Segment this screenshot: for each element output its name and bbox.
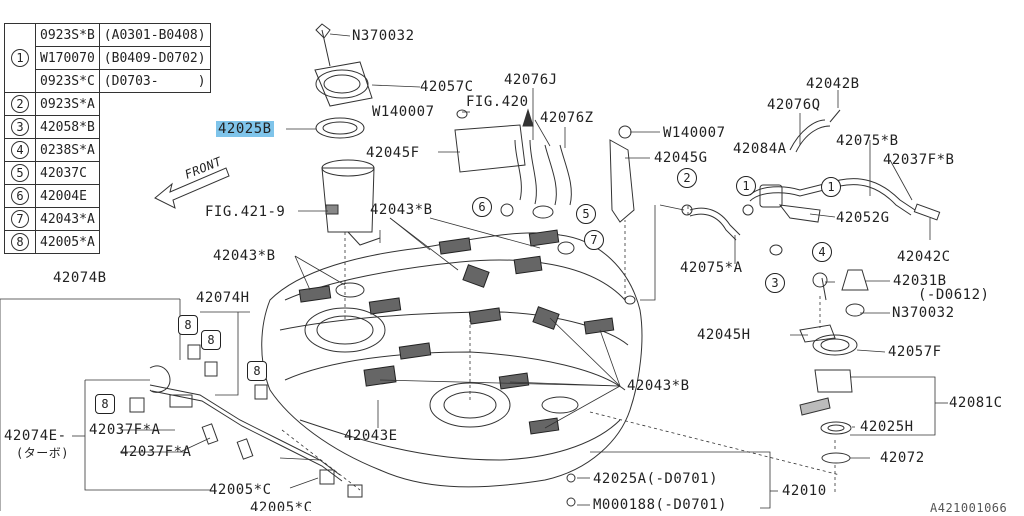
callout-6: 6 [472, 197, 492, 217]
label-42037fa-1: 42037F*A [89, 422, 161, 438]
label-42043e: 42043E [344, 428, 398, 444]
legend-number-circle: 5 [11, 164, 29, 182]
callout-2: 2 [677, 168, 697, 188]
legend-number-circle: 6 [11, 187, 29, 205]
label-42074b: 42074B [53, 270, 107, 286]
legend-row: W170070(B0409-D0702) [5, 46, 211, 70]
label-42005-bottom: 42005*C [250, 500, 313, 516]
label-42075b: 42075*B [836, 133, 899, 149]
legend-part-number: 42004E [35, 184, 100, 208]
diagram-code: A421001066 [930, 501, 1008, 515]
label-42074e: 42074E- [4, 428, 67, 444]
label-42057f: 42057F [888, 344, 942, 360]
legend-number: 4 [4, 138, 36, 162]
legend-number-circle: 7 [11, 210, 29, 228]
legend-number-circle: 3 [11, 118, 29, 136]
label-w140007-left: W140007 [372, 104, 435, 120]
callout-1: 1 [736, 176, 756, 196]
legend-part-number: 0923S*A [35, 92, 100, 116]
fuel-tank-outline [261, 232, 643, 488]
callout-3: 3 [765, 273, 785, 293]
pump-assembly-right [799, 269, 869, 464]
legend-row: 8 42005*A [4, 230, 211, 254]
label-42043b-right: 42043*B [627, 378, 690, 394]
label-42037fb: 42037F*B [883, 152, 955, 168]
legend-row: 2 0923S*A [4, 92, 211, 116]
legend-part-number: 42005*A [35, 230, 100, 254]
label-42037fa-2: 42037F*A [120, 444, 192, 460]
tank-port-left [304, 307, 386, 353]
legend-number: 8 [4, 230, 36, 254]
label-42042c: 42042C [897, 249, 951, 265]
legend-part-number: 0923S*B [35, 23, 100, 47]
label-42074h: 42074H [196, 290, 250, 306]
label-42081c: 42081C [949, 395, 1003, 411]
label-42025b-highlighted[interactable]: 42025B [216, 121, 274, 137]
callout-5: 5 [576, 204, 596, 224]
label-42072: 42072 [880, 450, 925, 466]
legend-part-number: 42043*A [35, 207, 100, 231]
label-m000188: M000188(-D0701) [593, 497, 727, 513]
label-42076q: 42076Q [767, 97, 821, 113]
callout-8a: 8 [178, 315, 198, 335]
legend-range: (D0703- ) [98, 69, 211, 93]
legend-row: 5 42037C [4, 161, 211, 185]
label-n370032-right: N370032 [892, 305, 955, 321]
legend-number-circle: 4 [11, 141, 29, 159]
label-42010: 42010 [782, 483, 827, 499]
legend-part-number: 42037C [35, 161, 100, 185]
legend-number-circle: 1 [11, 49, 29, 67]
label-42076z: 42076Z [540, 110, 594, 126]
legend-number-circle: 2 [11, 95, 29, 113]
legend-part-number: 0238S*A [35, 138, 100, 162]
legend-row: 4 0238S*A [4, 138, 211, 162]
label-42045h: 42045H [697, 327, 751, 343]
wiring-harness [129, 344, 363, 498]
label-42076j: 42076J [504, 72, 558, 88]
legend-row: 6 42004E [4, 184, 211, 208]
label-42043b-top: 42043*B [370, 202, 433, 218]
callout-8d: 8 [95, 394, 115, 414]
label-42005c: 42005*C [209, 482, 272, 498]
legend-number: 1 [4, 23, 36, 93]
callout-8b: 8 [201, 330, 221, 350]
front-arrow [154, 167, 230, 209]
label-fig421: FIG.421-9 [205, 204, 286, 220]
label-42057c: 42057C [420, 79, 474, 95]
legend-number-circle: 8 [11, 233, 29, 251]
legend-range: (B0409-D0702) [98, 46, 211, 70]
label-fig420: FIG.420 [466, 94, 529, 110]
label-42031b-range: (-D0612) [918, 287, 990, 303]
legend-row: 0923S*C(D0703- ) [5, 69, 211, 93]
legend-number: 3 [4, 115, 36, 139]
label-42043b-left: 42043*B [213, 248, 276, 264]
label-42074e-sub: (ターボ) [16, 446, 69, 460]
label-n370032-top: N370032 [352, 28, 415, 44]
label-42045g: 42045G [654, 150, 708, 166]
callout-8c: 8 [247, 361, 267, 381]
label-42025h: 42025H [860, 419, 914, 435]
label-42052g: 42052G [836, 210, 890, 226]
insulator-pads [298, 229, 615, 435]
legend-number: 2 [4, 92, 36, 116]
legend-number: 6 [4, 184, 36, 208]
label-42084a: 42084A [733, 141, 787, 157]
callout-4: 4 [812, 242, 832, 262]
legend-part-number: W170070 [35, 46, 100, 70]
label-42075a: 42075*A [680, 260, 743, 276]
label-42042b: 42042B [806, 76, 860, 92]
label-42031b: 42031B [893, 273, 947, 289]
callout-1b: 1 [821, 177, 841, 197]
label-w140007-right: W140007 [663, 125, 726, 141]
label-42045f: 42045F [366, 145, 420, 161]
callout-7: 7 [584, 230, 604, 250]
tank-port-right [429, 382, 511, 428]
label-42025a: 42025A(-D0701) [593, 471, 719, 487]
fuel-pipes-right [454, 109, 941, 241]
fasteners [456, 109, 828, 507]
